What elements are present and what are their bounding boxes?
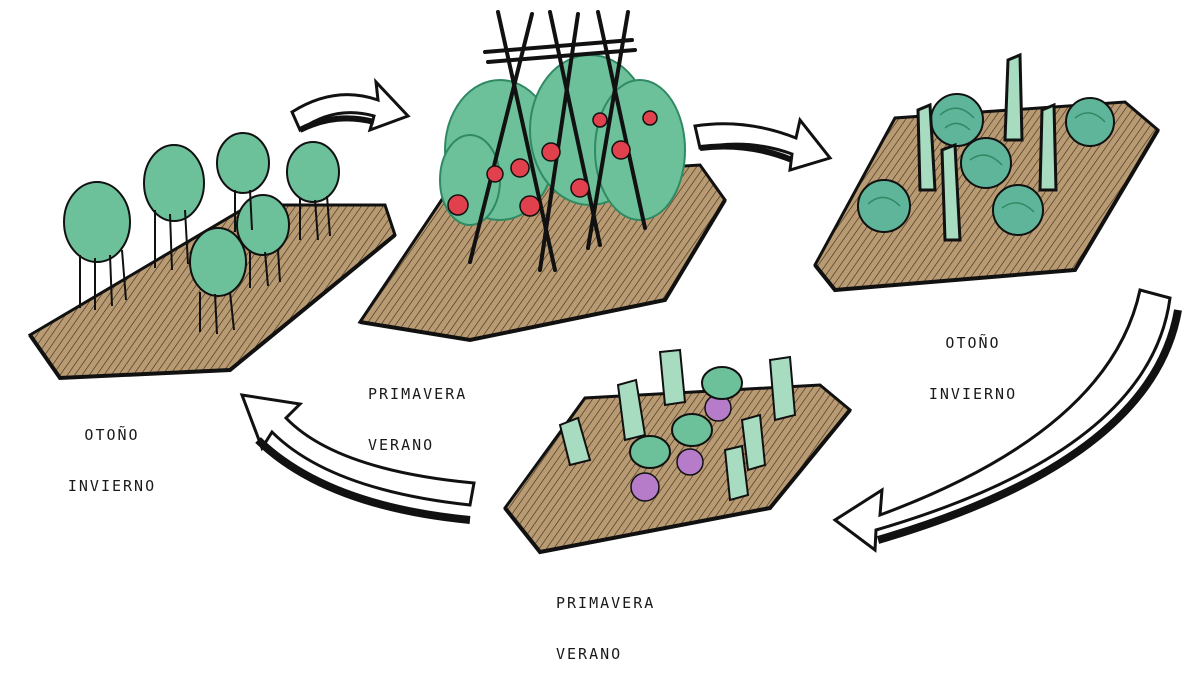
season-label-bed-4: PRIMAVERA VERANO — [556, 561, 655, 680]
season-line: PRIMAVERA — [556, 595, 655, 612]
bed-3 — [815, 55, 1158, 290]
season-line: INVIERNO — [908, 386, 1038, 403]
season-label-bed-2: PRIMAVERA VERANO — [368, 352, 467, 471]
bed-4 — [505, 350, 850, 552]
season-line: OTOÑO — [52, 427, 172, 444]
bed-1 — [30, 133, 395, 378]
arrow-bed2-to-bed3 — [695, 120, 830, 170]
arrow-bed1-to-bed2 — [292, 82, 408, 130]
season-line: INVIERNO — [52, 478, 172, 495]
season-line: OTOÑO — [908, 335, 1038, 352]
season-line: VERANO — [368, 437, 467, 454]
season-label-bed-1: OTOÑO INVIERNO — [52, 393, 172, 512]
season-line: PRIMAVERA — [368, 386, 467, 403]
season-label-bed-3: OTOÑO INVIERNO — [908, 301, 1038, 420]
season-line: VERANO — [556, 646, 655, 663]
bed-2 — [360, 12, 725, 340]
